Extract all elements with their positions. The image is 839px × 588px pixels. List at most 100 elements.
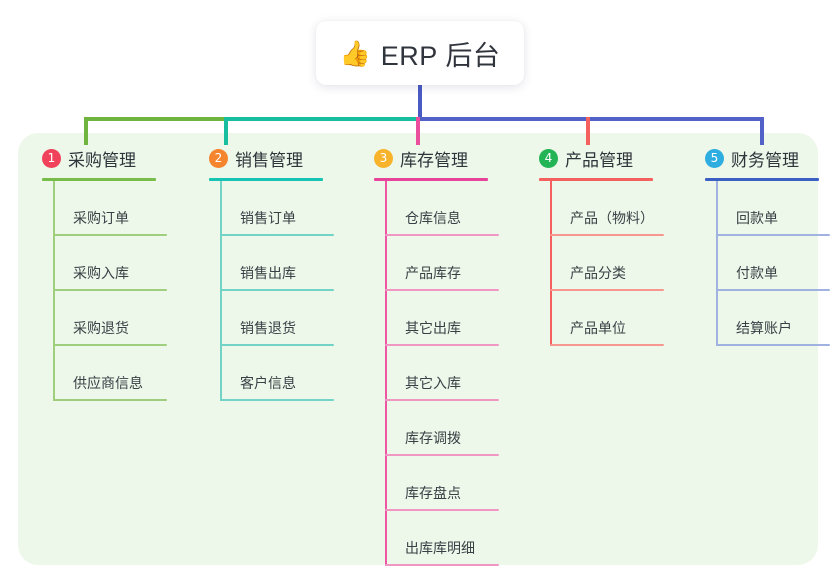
menu-item-rule [53, 344, 167, 346]
column-purchasing: 1 采购管理采购订单采购入库采购退货供应商信息 [31, 145, 191, 401]
menu-item[interactable]: 采购退货 [53, 291, 167, 346]
column-rule-finance [705, 178, 819, 181]
column-title-product: 产品管理 [565, 150, 633, 170]
menu-item-label: 采购入库 [73, 265, 129, 281]
column-product: 4 产品管理产品（物料） 产品分类产品单位 [528, 145, 688, 346]
menu-item-label: 销售退货 [240, 320, 296, 336]
column-header-purchasing[interactable]: 1 采购管理 [31, 145, 191, 171]
badge-number-inventory: 3 [374, 148, 393, 168]
menu-item-label: 销售出库 [240, 265, 296, 281]
column-header-product[interactable]: 4 产品管理 [528, 145, 688, 171]
menu-item-rule [53, 289, 167, 291]
menu-item-label: 采购退货 [73, 320, 129, 336]
menu-item-label: 采购订单 [73, 210, 129, 226]
column-header-inventory[interactable]: 3 库存管理 [363, 145, 523, 171]
menu-item[interactable]: 销售出库 [220, 236, 334, 291]
connector-drop-finance [760, 117, 764, 145]
menu-item-rule [716, 289, 830, 291]
column-spine-sales [220, 181, 222, 401]
modules-panel [18, 133, 818, 565]
menu-item[interactable]: 其它入库 [385, 346, 499, 401]
column-title-finance: 财务管理 [731, 150, 799, 170]
column-rule-purchasing [42, 178, 156, 181]
menu-item[interactable]: 其它出库 [385, 291, 499, 346]
menu-item-label: 其它入库 [405, 375, 461, 391]
menu-item-rule [220, 399, 334, 401]
menu-item-rule [220, 344, 334, 346]
root-node-card[interactable]: 👍 ERP 后台 [316, 21, 524, 85]
column-rule-sales [209, 178, 323, 181]
connector-segment-green [84, 117, 224, 121]
connector-drop-product [586, 117, 590, 145]
menu-item-rule [385, 509, 499, 511]
column-sales: 2 销售管理销售订单销售出库销售退货客户信息 [198, 145, 358, 401]
root-stem [418, 85, 422, 121]
menu-item-label: 产品（物料） [570, 210, 654, 226]
menu-item-label: 产品单位 [570, 320, 626, 336]
connector-drop-sales [224, 117, 228, 145]
badge-number-purchasing: 1 [42, 148, 61, 168]
menu-item-label: 仓库信息 [405, 210, 461, 226]
menu-item-rule [53, 399, 167, 401]
menu-item-label: 客户信息 [240, 375, 296, 391]
menu-item-label: 回款单 [736, 210, 778, 226]
menu-item-rule [716, 234, 830, 236]
menu-item-rule [220, 234, 334, 236]
menu-item-label: 产品库存 [405, 265, 461, 281]
thumbs-up-icon: 👍 [339, 39, 371, 68]
menu-item[interactable]: 仓库信息 [385, 181, 499, 236]
menu-item-label: 付款单 [736, 265, 778, 281]
menu-item-rule [53, 234, 167, 236]
menu-item-rule [220, 289, 334, 291]
menu-item-rule [385, 289, 499, 291]
menu-item-label: 出库库明细 [405, 540, 475, 556]
menu-item-label: 销售订单 [240, 210, 296, 226]
menu-item[interactable]: 采购入库 [53, 236, 167, 291]
badge-number-product: 4 [539, 148, 558, 168]
menu-item[interactable]: 产品库存 [385, 236, 499, 291]
menu-item[interactable]: 销售退货 [220, 291, 334, 346]
menu-item[interactable]: 产品分类 [550, 236, 664, 291]
menu-item[interactable]: 出库库明细 [385, 511, 499, 566]
menu-item-label: 其它出库 [405, 320, 461, 336]
connector-segment-teal [224, 117, 416, 121]
menu-item[interactable]: 供应商信息 [53, 346, 167, 401]
column-title-purchasing: 采购管理 [68, 150, 136, 170]
menu-item-rule [716, 344, 830, 346]
menu-item-rule [550, 344, 664, 346]
column-finance: 5 财务管理回款单付款单结算账户 [694, 145, 839, 346]
column-spine-finance [716, 181, 718, 346]
menu-item-rule [550, 289, 664, 291]
menu-item[interactable]: 库存调拨 [385, 401, 499, 456]
menu-item[interactable]: 库存盘点 [385, 456, 499, 511]
column-header-sales[interactable]: 2 销售管理 [198, 145, 358, 171]
menu-item[interactable]: 付款单 [716, 236, 830, 291]
connector-drop-inventory [416, 117, 420, 145]
menu-item[interactable]: 客户信息 [220, 346, 334, 401]
column-title-inventory: 库存管理 [400, 150, 468, 170]
menu-item-rule [385, 234, 499, 236]
menu-item-label: 结算账户 [736, 320, 792, 336]
badge-number-sales: 2 [209, 148, 228, 168]
connector-drop-purchasing [84, 117, 88, 145]
menu-item-rule [385, 564, 499, 566]
column-spine-purchasing [53, 181, 55, 401]
column-spine-product [550, 181, 552, 346]
menu-item[interactable]: 回款单 [716, 181, 830, 236]
menu-item-label: 供应商信息 [73, 375, 143, 391]
menu-item[interactable]: 销售订单 [220, 181, 334, 236]
menu-item-rule [385, 399, 499, 401]
badge-number-finance: 5 [705, 148, 724, 168]
menu-item[interactable]: 结算账户 [716, 291, 830, 346]
menu-item[interactable]: 产品（物料） [550, 181, 664, 236]
menu-item-label: 产品分类 [570, 265, 626, 281]
menu-item[interactable]: 采购订单 [53, 181, 167, 236]
menu-item[interactable]: 产品单位 [550, 291, 664, 346]
column-title-sales: 销售管理 [235, 150, 303, 170]
menu-item-label: 库存调拨 [405, 430, 461, 446]
menu-item-label: 库存盘点 [405, 485, 461, 501]
menu-item-rule [385, 344, 499, 346]
column-rule-inventory [374, 178, 488, 181]
menu-item-rule [550, 234, 664, 236]
column-header-finance[interactable]: 5 财务管理 [694, 145, 839, 171]
